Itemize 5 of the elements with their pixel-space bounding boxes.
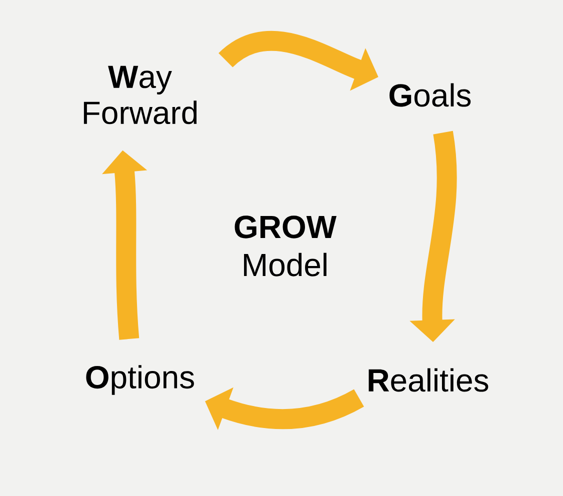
stage-label: Goals	[390, 83, 471, 107]
stage-label: Realities	[368, 368, 488, 392]
stage-label: Way Forward	[84, 66, 197, 124]
center-title: GROW Model	[234, 216, 336, 276]
stage-label: Options	[86, 365, 194, 395]
